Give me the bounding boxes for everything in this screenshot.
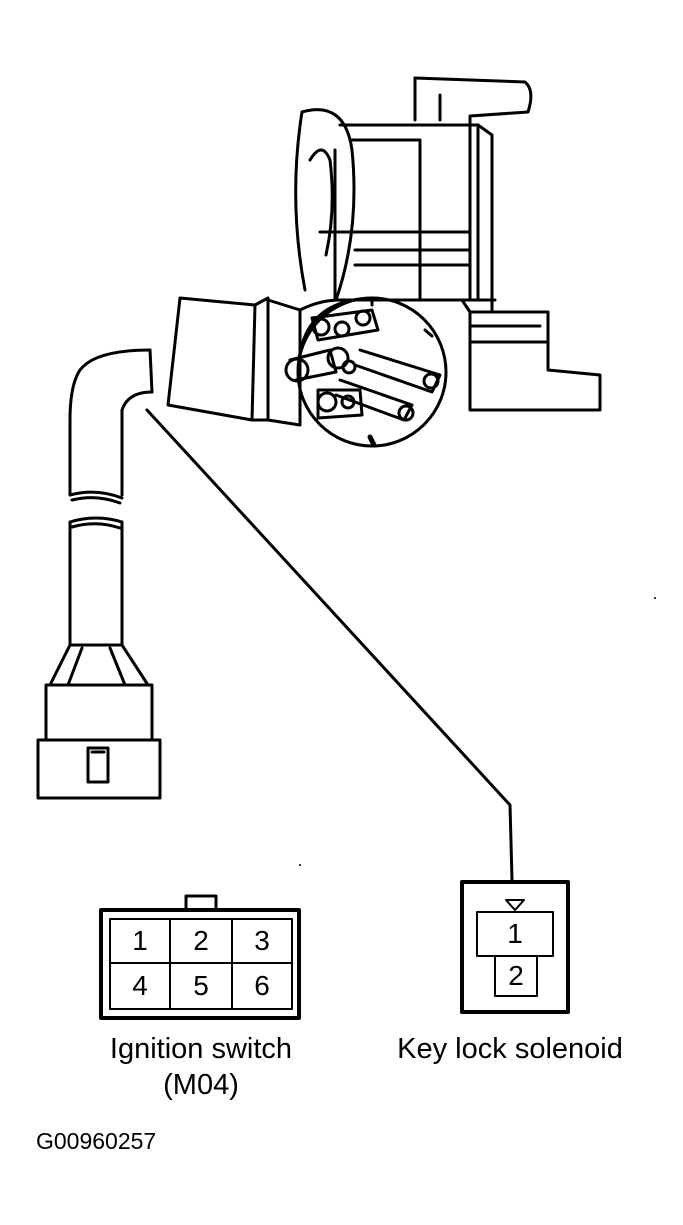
- solenoid-pin-1: 1: [507, 918, 523, 949]
- solenoid-leader-line: [145, 408, 514, 882]
- key-lock-solenoid-label: Key lock solenoid: [397, 1033, 623, 1065]
- ignition-switch-connector: [99, 894, 301, 1020]
- figure-id: G00960257: [36, 1128, 157, 1154]
- switch-body: [166, 296, 448, 448]
- speck: [654, 597, 656, 599]
- ignition-pin-5: 5: [193, 970, 209, 1001]
- ignition-pin-3: 3: [254, 925, 270, 956]
- lock-housing: [294, 76, 602, 412]
- key-lock-solenoid-connector: [460, 880, 570, 1014]
- wire-harness: [36, 348, 162, 800]
- ignition-pin-1: 1: [132, 925, 148, 956]
- speck: [299, 864, 301, 866]
- ignition-pin-2: 2: [193, 925, 209, 956]
- ignition-switch-code: (M04): [163, 1069, 239, 1101]
- solenoid-pin-2: 2: [508, 960, 524, 991]
- ignition-switch-label: Ignition switch: [109, 1033, 293, 1065]
- ignition-pin-6: 6: [254, 970, 270, 1001]
- ignition-pin-4: 4: [132, 970, 148, 1001]
